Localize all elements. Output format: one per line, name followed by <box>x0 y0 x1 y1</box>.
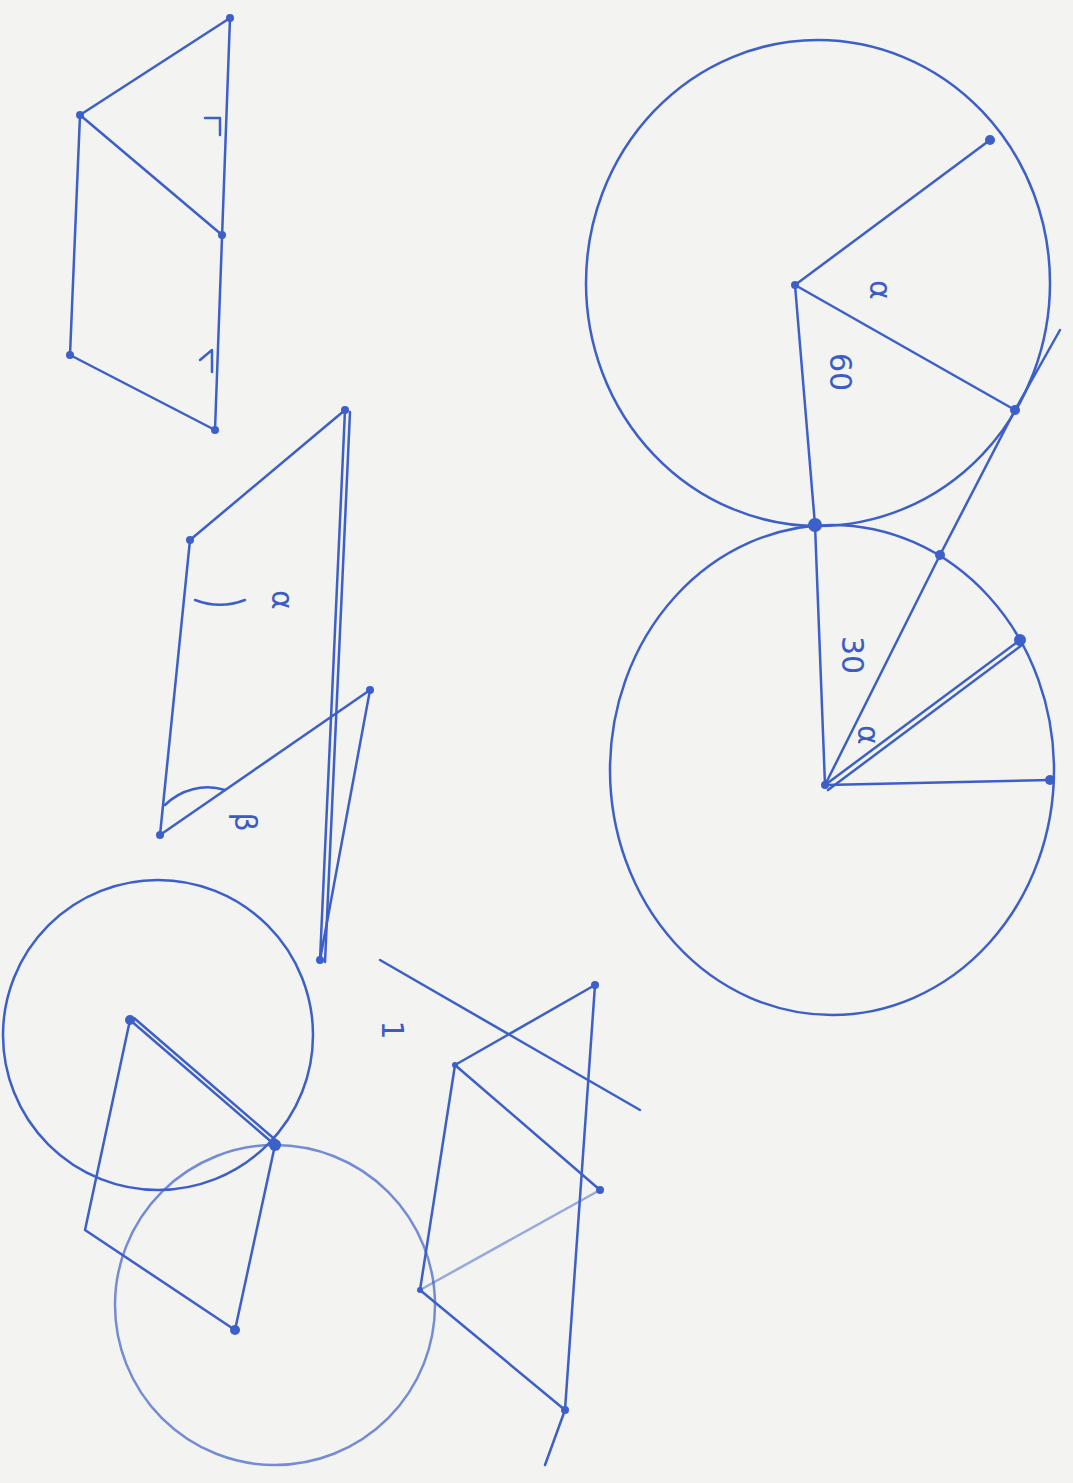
angle-label: β <box>230 812 260 831</box>
angle-label: α <box>865 280 895 300</box>
angle-label: 1 <box>377 1020 407 1039</box>
angle-label: α <box>267 590 297 610</box>
angle-label: α <box>853 725 883 745</box>
angle-label: 60 <box>825 353 855 391</box>
angle-label: 30 <box>837 636 867 674</box>
